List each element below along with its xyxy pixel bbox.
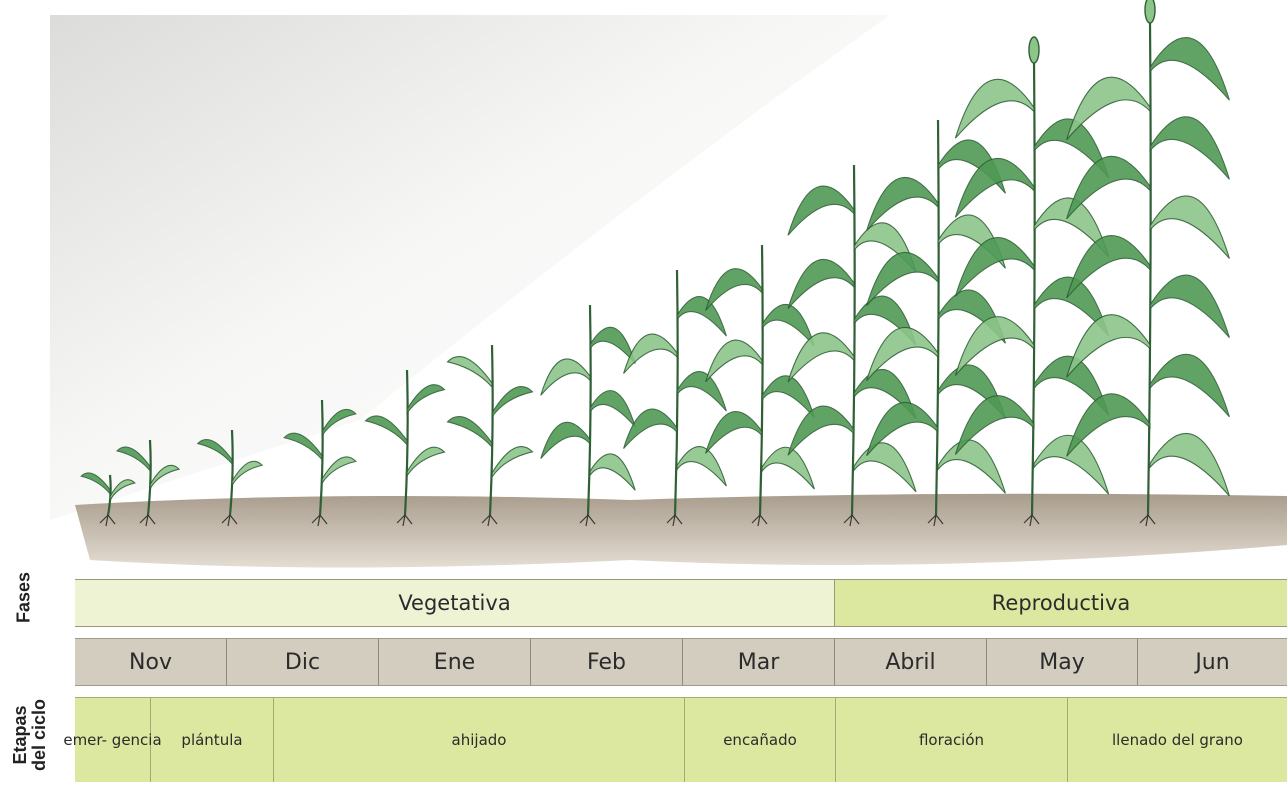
plant-leaf [788,186,854,235]
plant-leaf [407,447,444,476]
plant-13 [1067,0,1230,526]
stage-ahijado: ahijado [274,698,685,782]
plant-leaf [955,238,1034,297]
months-row: Nov Dic Ene Feb Mar Abril May Jun [75,638,1287,686]
background-wash [50,15,890,520]
plant-leaf [854,443,916,492]
month-may: May [987,639,1138,685]
phase-vegetativa: Vegetativa [75,580,835,626]
fases-axis-label: Fases [15,568,34,628]
stage-floracion: floración [836,698,1068,782]
plant-leaf [541,359,590,395]
stages-row: emer- gencia plántula ahijado encañado f… [75,697,1287,782]
plant-leaf [867,177,938,230]
stage-plantula: plántula [151,698,274,782]
plant-growth-illustration [30,0,1287,578]
plant-8 [624,270,727,526]
plant-leaf [762,304,814,346]
month-abril: Abril [835,639,987,685]
plant-leaf [1150,354,1229,417]
plant-leaf [1150,38,1229,101]
plant-leaf [1150,433,1229,496]
plant-leaf [590,391,635,427]
plant-leaf [448,357,492,387]
soil-strip [75,494,1287,568]
month-feb: Feb [531,639,683,685]
plant-leaf [284,433,322,459]
month-ene: Ene [379,639,531,685]
plant-leaf [677,297,726,336]
plant-leaf [1150,275,1229,338]
plant-leaf [492,387,532,417]
plant-leaf [955,79,1034,138]
plant-7 [541,305,635,526]
phases-row: Vegetativa Reproductiva [75,579,1287,627]
plant-leaf [706,269,762,311]
etapas-axis-label: Etapas del ciclo [11,685,49,785]
plant-leaf [366,416,407,445]
stage-encanado: encañado [685,698,836,782]
plant-leaf [706,412,762,454]
grain-head [1029,37,1039,63]
plant-stem [490,345,493,515]
plant-leaf [706,340,762,382]
plant-leaf [232,461,262,485]
plant-leaf [448,417,492,447]
plant-leaf [1150,196,1229,259]
plant-leaf [590,454,635,490]
month-mar: Mar [683,639,835,685]
phase-reproductiva: Reproductiva [835,580,1287,626]
plant-leaf [788,406,854,455]
plant-stem [852,165,855,515]
plant-leaf [938,440,1005,493]
month-dic: Dic [227,639,379,685]
grain-head [1145,0,1155,23]
plant-stem [1032,60,1035,515]
month-jun: Jun [1138,639,1287,685]
plant-leaf [492,447,532,477]
plant-leaf [788,333,854,382]
stage-emergencia: emer- gencia [75,698,151,782]
plant-leaf [322,457,356,483]
plant-leaf [677,372,726,411]
plant-stem [760,245,763,515]
plant-leaf [624,334,677,373]
month-nov: Nov [75,639,227,685]
plant-leaf [788,259,854,308]
plant-leaf [590,327,635,363]
plant-leaf [677,447,726,486]
plant-leaf [541,422,590,458]
plant-leaf [1150,117,1229,180]
plant-leaf [407,385,444,414]
plant-leaf [955,158,1034,217]
stage-llenado-del-grano: llenado del grano [1068,698,1287,782]
